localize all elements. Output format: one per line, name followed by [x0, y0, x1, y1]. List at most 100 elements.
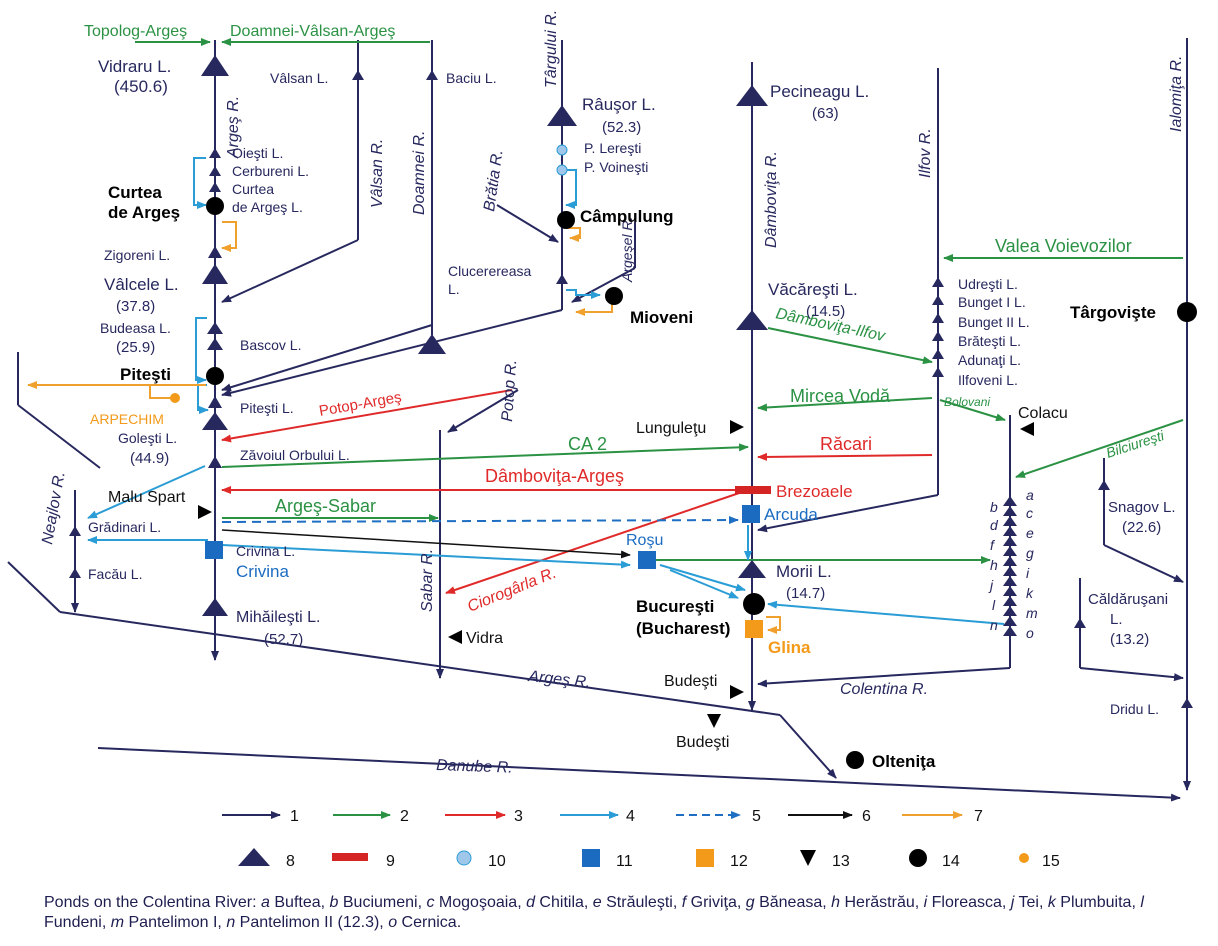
pond-f: f	[990, 537, 996, 553]
legend-8-symbol	[238, 848, 270, 866]
neajlov-river-label: Neajlov R.	[39, 470, 69, 546]
curtea-city-label1: Curtea	[108, 183, 162, 202]
legend-13-symbol	[800, 850, 816, 866]
caption-key-h: h	[831, 894, 841, 911]
curtea-city	[206, 197, 224, 215]
arpechim-point	[170, 393, 180, 403]
vidra-gauge	[448, 630, 462, 644]
budeasa-reservoir	[207, 322, 223, 334]
caldarusani-reservoir	[1074, 618, 1086, 628]
vidraru-label: Vidraru L.	[98, 57, 171, 76]
caption-pond-k: Plumbuita,	[1055, 894, 1141, 911]
legend-13: 13	[832, 853, 850, 870]
caption-key-c: c	[426, 894, 435, 911]
targoviste-label: Târgovişte	[1070, 303, 1156, 322]
budesti1-label: Budeşti	[664, 673, 717, 690]
discharge-canals	[221, 389, 933, 594]
snagov-reservoir	[1098, 480, 1110, 490]
oiesti-reservoir	[209, 148, 221, 158]
legend-10: 10	[488, 853, 506, 870]
caldarusani-label1: Căldăruşani	[1088, 591, 1168, 608]
legend-14: 14	[942, 853, 960, 870]
valcele-reservoir	[202, 264, 228, 284]
bunget2-reservoir	[932, 313, 944, 323]
golesti-value: (44.9)	[130, 450, 169, 467]
morii-reservoir	[738, 560, 766, 578]
bucharest-label: (Bucharest)	[636, 619, 730, 638]
bucuresti-label: Bucureşti	[636, 597, 714, 616]
caldarusani-label2: L.	[1110, 611, 1123, 628]
pond-a: a	[1026, 487, 1034, 503]
caption-key-m: m	[110, 914, 125, 931]
pitesti-lake-label: Piteşti L.	[240, 400, 294, 416]
caption-key-n: n	[226, 914, 236, 931]
legend-7: 7	[974, 808, 983, 825]
leresti-label: P. Lereşti	[584, 140, 641, 156]
caption-key-o: o	[388, 914, 398, 931]
adunati-label: Adunaţi L.	[958, 352, 1021, 368]
pitesti-city	[206, 367, 224, 385]
legend-12: 12	[730, 853, 748, 870]
curtea-reservoir	[209, 182, 221, 192]
dambovita-river-label: Dâmboviţa R.	[763, 151, 780, 248]
crivina-plant	[205, 541, 223, 559]
potop-river-label: Potop R.	[499, 359, 520, 422]
zavoiul-label: Zăvoiul Orbului L.	[240, 447, 350, 463]
pond-j: j	[988, 577, 994, 593]
adunati-reservoir	[932, 349, 944, 359]
pond-g: g	[1026, 545, 1034, 561]
doamnei-valsan-label: Doamnei-Vâlsan-Argeş	[230, 23, 395, 40]
ilfoveni-label: Ilfoveni L.	[958, 372, 1018, 388]
sabar-river-label: Sabar R.	[419, 549, 436, 612]
bilciuresti-label: Bilciureşti	[1104, 427, 1167, 461]
oiesti-label: Oieşti L.	[232, 145, 283, 161]
clucereasa-label2: L.	[448, 281, 460, 297]
caption-pond-e: Străuleşti,	[601, 894, 682, 911]
clucereasa-label1: Clucerereasa	[448, 263, 531, 279]
arcuda-label: Arcuda	[764, 505, 818, 524]
caption-pond-b: Buciumeni,	[338, 894, 427, 911]
malu-spart-gauge	[198, 505, 212, 519]
mihailesti-label: Mihăileşti L.	[236, 609, 320, 626]
pecineagu-reservoir	[736, 85, 768, 106]
caption-key-i: i	[923, 894, 928, 911]
bunget1-reservoir	[932, 295, 944, 305]
budeasa-label: Budeasa L.	[100, 320, 171, 336]
racari-label: Răcari	[820, 434, 872, 454]
pecineagu-label: Pecineagu L.	[770, 82, 869, 101]
caption-pond-a: Buftea,	[269, 894, 330, 911]
ilfov-river-label: Ilfov R.	[917, 128, 934, 178]
caption-key-l: l	[1140, 894, 1144, 911]
bolovani-label: Bolovani	[944, 395, 990, 409]
vacaresti-label: Văcăreşti L.	[768, 280, 858, 299]
caption-key-e: e	[592, 894, 602, 911]
arges-lower-label: Argeş R.	[527, 668, 592, 692]
clucereasa-reservoir	[556, 274, 568, 284]
bratesti-reservoir	[932, 331, 944, 341]
caption-key-b: b	[329, 894, 339, 911]
colacu-label: Colacu	[1018, 405, 1068, 422]
facau-label: Facău L.	[88, 566, 142, 582]
snagov-label: Snagov L.	[1108, 499, 1176, 516]
doamnei-reservoir	[418, 334, 446, 354]
vidraru-reservoir	[201, 55, 229, 76]
golesti-label: Goleşti L.	[118, 430, 177, 446]
valsan-reservoir	[352, 70, 364, 80]
valcele-label: Vâlcele L.	[104, 275, 179, 294]
gradinari-reservoir	[69, 526, 81, 536]
caption-pond-n: Pantelimon II (12.3),	[235, 914, 389, 931]
gauging-stations	[198, 420, 1034, 728]
facau-reservoir	[69, 568, 81, 578]
budesti1-gauge	[730, 685, 744, 699]
pond-i: i	[1026, 565, 1030, 581]
dambovita-arges-label: Dâmboviţa-Argeş	[485, 466, 624, 486]
caption-key-a: a	[261, 894, 270, 911]
bunget2-label: Bunget II L.	[958, 314, 1030, 330]
legend-15-symbol	[1019, 853, 1029, 863]
pond-o: o	[1026, 625, 1034, 641]
oltenita-city	[846, 751, 864, 769]
brezoaele-label: Brezoaele	[776, 482, 853, 501]
danube-label: Danube R.	[436, 757, 513, 777]
legend-3: 3	[514, 808, 523, 825]
bratesti-label: Brăteşti L.	[958, 333, 1021, 349]
